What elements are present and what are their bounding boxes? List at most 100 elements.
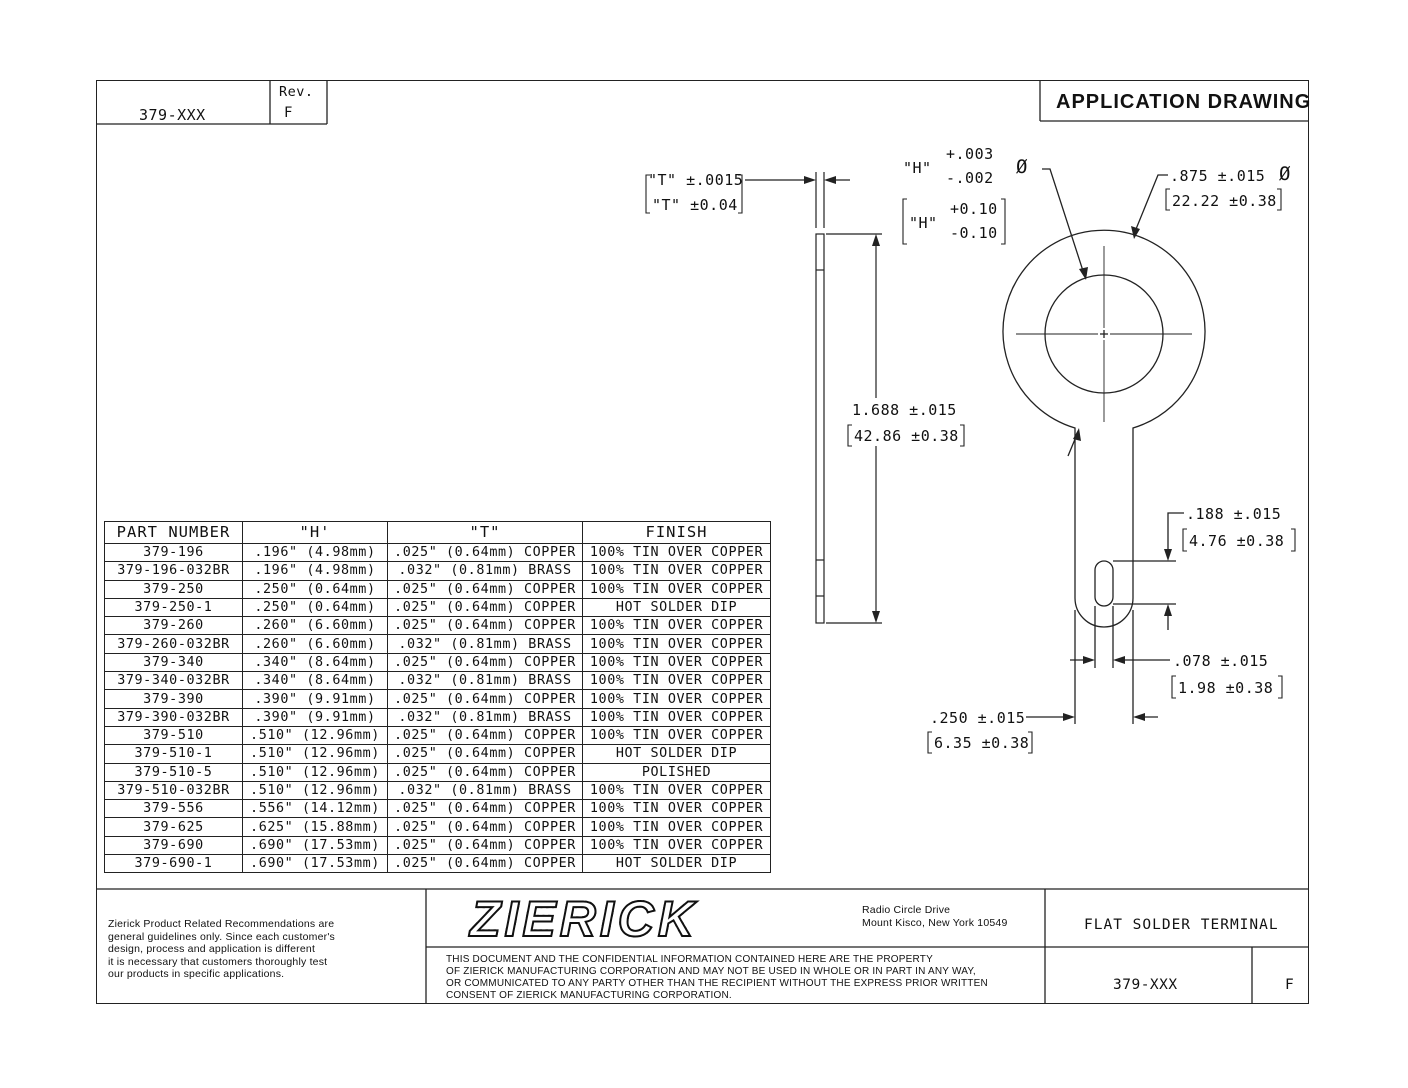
t-cell: .025" (0.64mm) COPPER: [387, 579, 583, 599]
part-number-cell: 379-625: [104, 817, 243, 837]
part-number-cell: 379-340: [104, 652, 243, 673]
t-cell: .032" (0.81mm) BRASS: [387, 671, 583, 691]
part-number-cell: 379-196-032BR: [104, 561, 243, 581]
h-cell: .260" (6.60mm): [242, 616, 388, 636]
h-tol-minus: -.002: [946, 169, 994, 187]
diameter-symbol-inner: Ø: [1016, 156, 1028, 178]
column-header-finish: FINISH: [582, 521, 771, 544]
finish-cell: 100% TIN OVER COPPER: [582, 799, 771, 819]
h-cell: .250" (0.64mm): [242, 597, 388, 618]
h-cell: .510" (12.96mm): [242, 744, 388, 764]
length-mm: 42.86 ±0.38: [854, 427, 959, 445]
h-cell: .260" (6.60mm): [242, 634, 388, 654]
table-row: 379-260-032BR.260" (6.60mm).032" (0.81mm…: [104, 634, 771, 654]
h-cell: .690" (17.53mm): [242, 835, 388, 856]
finish-cell: HOT SOLDER DIP: [582, 744, 771, 764]
table-header-row: PART NUMBER "H' "T" FINISH: [104, 521, 771, 544]
table-row: 379-510-5.510" (12.96mm).025" (0.64mm) C…: [104, 762, 771, 782]
finish-cell: 100% TIN OVER COPPER: [582, 689, 771, 709]
h-label-mm: "H": [909, 214, 938, 232]
finish-cell: 100% TIN OVER COPPER: [582, 634, 771, 654]
h-cell: .625" (15.88mm): [242, 817, 388, 837]
part-number-cell: 379-510-032BR: [104, 780, 243, 801]
table-row: 379-690.690" (17.53mm).025" (0.64mm) COP…: [104, 835, 771, 856]
t-cell: .025" (0.64mm) COPPER: [387, 762, 583, 782]
t-cell: .025" (0.64mm) COPPER: [387, 835, 583, 856]
part-number-cell: 379-556: [104, 799, 243, 819]
finish-cell: 100% TIN OVER COPPER: [582, 616, 771, 636]
t-cell: .025" (0.64mm) COPPER: [387, 689, 583, 709]
t-cell: .025" (0.64mm) COPPER: [387, 725, 583, 746]
t-cell: .025" (0.64mm) COPPER: [387, 817, 583, 837]
part-number-cell: 379-510: [104, 725, 243, 746]
confidentiality-notice: THIS DOCUMENT AND THE CONFIDENTIAL INFOR…: [446, 954, 988, 1001]
h-cell: .390" (9.91mm): [242, 707, 388, 727]
part-number-cell: 379-260: [104, 616, 243, 636]
h-cell: .510" (12.96mm): [242, 725, 388, 746]
h-cell: .340" (8.64mm): [242, 671, 388, 691]
column-header-part-number: PART NUMBER: [104, 521, 243, 544]
table-row: 379-250-1.250" (0.64mm).025" (0.64mm) CO…: [104, 597, 771, 618]
t-cell: .025" (0.64mm) COPPER: [387, 854, 583, 874]
title-block-revision: F: [1285, 977, 1295, 993]
table-row: 379-196-032BR.196" (4.98mm).032" (0.81mm…: [104, 561, 771, 581]
table-row: 379-340-032BR.340" (8.64mm).032" (0.81mm…: [104, 671, 771, 691]
outer-diameter-label: .875 ±.015: [1170, 167, 1266, 185]
finish-cell: HOT SOLDER DIP: [582, 854, 771, 874]
slot-length-mm: 4.76 ±0.38: [1189, 532, 1285, 550]
part-number-table: PART NUMBER "H' "T" FINISH 379-196.196" …: [104, 521, 771, 874]
header-part-number: 379-XXX: [139, 106, 206, 124]
slot-length-label: .188 ±.015: [1186, 505, 1282, 523]
h-cell: .690" (17.53mm): [242, 854, 388, 874]
slot-width-label: .078 ±.015: [1173, 652, 1269, 670]
table-row: 379-510-1.510" (12.96mm).025" (0.64mm) C…: [104, 744, 771, 764]
finish-cell: 100% TIN OVER COPPER: [582, 707, 771, 727]
part-number-cell: 379-690: [104, 835, 243, 856]
part-number-cell: 379-390-032BR: [104, 707, 243, 727]
finish-cell: 100% TIN OVER COPPER: [582, 671, 771, 691]
part-number-cell: 379-250-1: [104, 597, 243, 618]
tab-width-label: .250 ±.015: [930, 709, 1026, 727]
h-label: "H": [903, 159, 932, 177]
zierick-logo: ZIERICK: [469, 890, 698, 948]
t-cell: .032" (0.81mm) BRASS: [387, 634, 583, 654]
t-thickness-mm: "T" ±0.04: [652, 196, 738, 214]
column-header-h: "H': [242, 521, 388, 544]
table-row: 379-260.260" (6.60mm).025" (0.64mm) COPP…: [104, 616, 771, 636]
h-cell: .510" (12.96mm): [242, 780, 388, 801]
part-number-cell: 379-510-1: [104, 744, 243, 764]
length-label: 1.688 ±.015: [852, 401, 957, 419]
part-number-cell: 379-390: [104, 689, 243, 709]
finish-cell: 100% TIN OVER COPPER: [582, 725, 771, 746]
finish-cell: 100% TIN OVER COPPER: [582, 561, 771, 581]
h-tol-plus: +.003: [946, 145, 994, 163]
table-row: 379-510.510" (12.96mm).025" (0.64mm) COP…: [104, 725, 771, 746]
finish-cell: 100% TIN OVER COPPER: [582, 780, 771, 801]
outer-diameter-mm: 22.22 ±0.38: [1172, 192, 1277, 210]
h-cell: .556" (14.12mm): [242, 799, 388, 819]
table-row: 379-196.196" (4.98mm).025" (0.64mm) COPP…: [104, 542, 771, 563]
finish-cell: 100% TIN OVER COPPER: [582, 652, 771, 673]
part-description: FLAT SOLDER TERMINAL: [1084, 917, 1279, 933]
address-line-1: Radio Circle Drive: [862, 904, 951, 916]
t-cell: .025" (0.64mm) COPPER: [387, 799, 583, 819]
h-cell: .250" (0.64mm): [242, 579, 388, 599]
t-cell: .025" (0.64mm) COPPER: [387, 616, 583, 636]
finish-cell: HOT SOLDER DIP: [582, 597, 771, 618]
part-number-cell: 379-340-032BR: [104, 671, 243, 691]
table-row: 379-250.250" (0.64mm).025" (0.64mm) COPP…: [104, 579, 771, 599]
t-cell: .025" (0.64mm) COPPER: [387, 652, 583, 673]
slot-width-mm: 1.98 ±0.38: [1178, 679, 1274, 697]
t-cell: .032" (0.81mm) BRASS: [387, 561, 583, 581]
table-row: 379-556.556" (14.12mm).025" (0.64mm) COP…: [104, 799, 771, 819]
title-block-part-number: 379-XXX: [1113, 977, 1178, 993]
tab-width-mm: 6.35 ±0.38: [934, 734, 1030, 752]
h-cell: .196" (4.98mm): [242, 561, 388, 581]
recommendation-disclaimer: Zierick Product Related Recommendations …: [108, 918, 335, 980]
finish-cell: POLISHED: [582, 762, 771, 782]
finish-cell: 100% TIN OVER COPPER: [582, 542, 771, 563]
table-row: 379-510-032BR.510" (12.96mm).032" (0.81m…: [104, 780, 771, 801]
address-line-2: Mount Kisco, New York 10549: [862, 917, 1008, 929]
t-cell: .025" (0.64mm) COPPER: [387, 744, 583, 764]
